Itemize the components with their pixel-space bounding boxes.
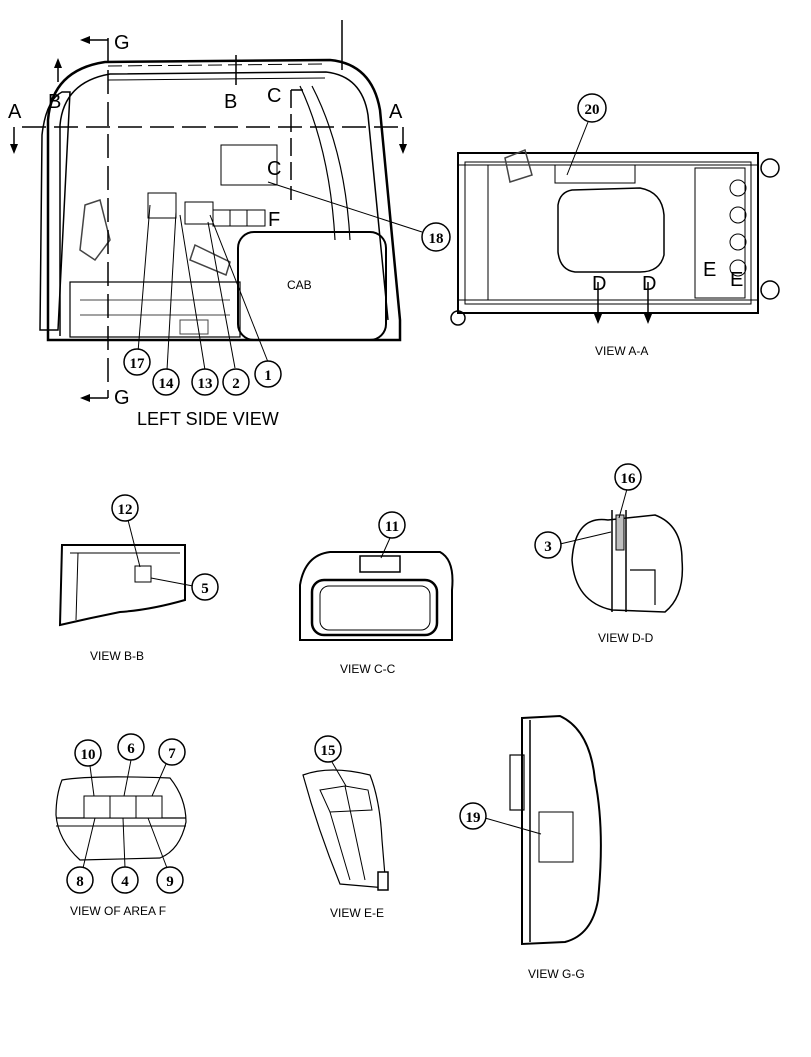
section-label-c-bottom: C [267, 158, 281, 180]
view-c-c-outline [299, 551, 454, 641]
decal-17 [147, 192, 177, 219]
cab-label: CAB [287, 278, 312, 292]
view-area-f: 10 6 7 8 4 9 VIEW OF AREA F [55, 733, 187, 918]
callout-6: 6 [127, 741, 135, 757]
view-title-g-g: VIEW G-G [528, 967, 585, 981]
view-e-e-outline [302, 769, 387, 889]
view-title-area-f: VIEW OF AREA F [70, 904, 166, 918]
view-title-e-e: VIEW E-E [330, 906, 384, 920]
callout-3: 3 [544, 539, 552, 555]
section-label-b-right: B [224, 91, 237, 113]
view-g-g: 19 VIEW G-G [459, 714, 602, 981]
decal-10 [83, 795, 111, 819]
section-label-c-top: C [267, 85, 281, 107]
view-e-e: 15 VIEW E-E [302, 735, 389, 920]
view-title-d-d: VIEW D-D [598, 631, 654, 645]
view-b-b: 12 5 VIEW B-B [58, 494, 219, 663]
decal-b-b [134, 565, 152, 583]
callout-14: 14 [159, 376, 175, 392]
area-f-decals [212, 209, 266, 227]
callout-4: 4 [121, 874, 129, 890]
callouts-left-side: 17 14 13 2 1 18 [123, 222, 451, 396]
lower-console [69, 281, 241, 338]
callout-19: 19 [466, 810, 481, 826]
callout-18: 18 [429, 231, 444, 247]
cab-outline [46, 58, 402, 342]
view-a-a-frame [457, 152, 759, 314]
section-label-g-bottom: G [114, 387, 130, 409]
callout-10: 10 [81, 747, 96, 763]
section-label-a-right: A [389, 101, 403, 123]
callout-2: 2 [232, 376, 240, 392]
view-title-left-side: LEFT SIDE VIEW [137, 409, 279, 429]
view-b-b-outline [58, 544, 186, 627]
callout-8: 8 [76, 874, 84, 890]
door-window [237, 231, 387, 341]
view-g-g-outline [521, 714, 602, 946]
callout-5: 5 [201, 581, 209, 597]
section-label-d-left: D [592, 273, 606, 295]
front-pillar [39, 91, 71, 331]
callout-9: 9 [166, 874, 174, 890]
callout-17: 17 [130, 356, 146, 372]
section-label-d-right: D [642, 273, 656, 295]
section-label-b-left: B [48, 91, 61, 113]
left-side-view: A A G G B B C C F CAB LEFT SIDE VIEW [8, 20, 423, 429]
callout-13: 13 [198, 376, 213, 392]
decal-7 [135, 795, 163, 819]
view-title-a-a: VIEW A-A [595, 344, 648, 358]
callout-11: 11 [385, 519, 399, 535]
view-title-b-b: VIEW B-B [90, 649, 144, 663]
cab-inner-outline [59, 71, 389, 336]
view-c-c: 11 VIEW C-C [299, 511, 454, 676]
seat-top-view [557, 187, 665, 273]
decal-18 [220, 144, 278, 186]
view-a-a: D D E E 20 VIEW A-A [450, 93, 780, 358]
view-d-d-outline [571, 514, 684, 613]
section-label-e-right: E [730, 269, 743, 291]
area-label-f: F [268, 209, 280, 231]
section-label-e-left: E [703, 259, 716, 281]
section-label-g-top: G [114, 32, 130, 54]
view-area-f-outline [55, 776, 187, 861]
section-label-a-left: A [8, 101, 22, 123]
decal-1 [184, 201, 214, 225]
callout-12: 12 [118, 502, 133, 518]
view-d-d: 16 3 VIEW D-D [534, 463, 684, 645]
callout-1: 1 [264, 368, 272, 384]
decal-6 [109, 795, 137, 819]
callout-20: 20 [585, 102, 600, 118]
view-title-c-c: VIEW C-C [340, 662, 396, 676]
decal-19 [538, 811, 574, 863]
callout-7: 7 [168, 746, 176, 762]
callout-16: 16 [621, 471, 637, 487]
callout-15: 15 [321, 743, 336, 759]
